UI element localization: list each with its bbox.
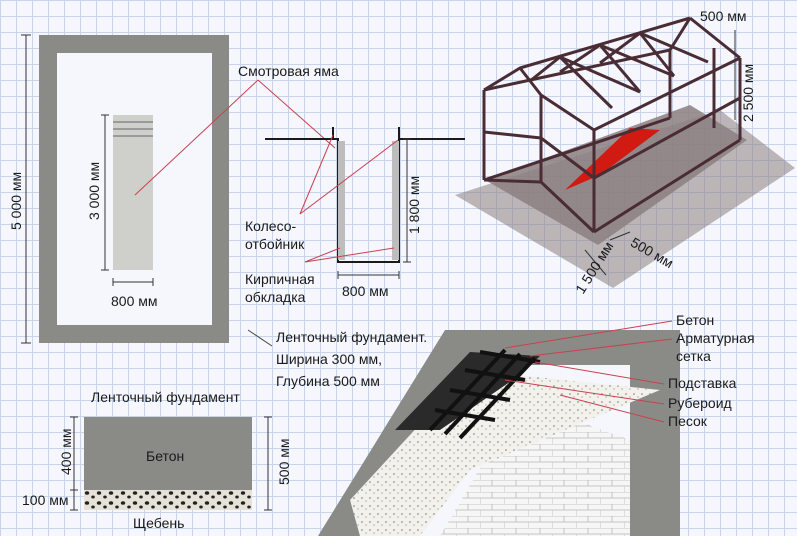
- label-wheel-guard-2: отбойник: [245, 236, 305, 252]
- label-brick-lining-2: обкладка: [245, 289, 306, 305]
- pit-leaders: [134, 79, 336, 196]
- brick-lining-left: [338, 141, 345, 260]
- label-strip-foundation-1: Ленточный фундамент.: [276, 329, 428, 345]
- label-frame-height: 2 500 мм: [740, 63, 756, 122]
- gravel-texture: [84, 490, 252, 510]
- label-concrete-block: Бетон: [146, 448, 185, 464]
- label-strip-foundation-2: Ширина 300 мм,: [276, 351, 383, 367]
- label-layer-sand: Песок: [668, 413, 707, 429]
- pit-plan: [113, 115, 153, 270]
- frame-dimensions: [584, 30, 736, 276]
- pit-steps: [113, 121, 153, 137]
- strip-dimensions: [70, 416, 272, 511]
- label-gravel-height: 100 мм: [22, 492, 69, 508]
- sand-layer: [350, 370, 660, 536]
- label-brick-lining-1: Кирпичная: [245, 271, 315, 287]
- ground-slab: [485, 105, 747, 245]
- label-pit-depth: 1 800 мм: [406, 175, 422, 234]
- label-strip-foundation-3: Глубина 500 мм: [276, 373, 380, 389]
- label-pit-width: 800 мм: [111, 293, 158, 309]
- strip-foundation-section: [70, 416, 272, 511]
- label-garage-length: 5 000 мм: [8, 171, 24, 230]
- section-dimensions: [337, 138, 411, 279]
- rebar-mesh: [428, 348, 541, 440]
- brick-lining-right: [392, 141, 399, 260]
- label-gravel: Щебень: [133, 515, 185, 531]
- foundation-perspective: [247, 320, 680, 536]
- section-leaders: [299, 134, 399, 263]
- brick-wall: [440, 400, 630, 536]
- label-layer-concrete: Бетон: [676, 312, 715, 328]
- garage-frame: [455, 16, 795, 288]
- label-pit-length: 3 000 мм: [86, 161, 102, 220]
- layer-leaders: [504, 320, 673, 423]
- plan-dimensions: [21, 34, 154, 344]
- label-total-depth: 500 мм: [276, 438, 292, 486]
- label-inspection-pit: Смотровая яма: [238, 63, 339, 79]
- label-wheel-guard-1: Колесо-: [245, 218, 297, 234]
- label-layer-ruberoid: Рубероид: [668, 395, 732, 411]
- pit-section: [265, 127, 465, 279]
- label-strip-foundation-title: Ленточный фундамент: [91, 389, 240, 405]
- label-layer-mesh-1: Арматурная: [676, 330, 755, 346]
- label-layer-mesh-2: сетка: [676, 348, 711, 364]
- label-layer-support: Подставка: [668, 375, 737, 391]
- label-section-width: 800 мм: [342, 283, 389, 299]
- label-concrete-height: 400 мм: [58, 428, 74, 476]
- garage-plan: [21, 34, 336, 344]
- concrete-block: [84, 417, 252, 490]
- strip-foundation-leader: [247, 329, 273, 347]
- foundation-strip-3d: [318, 330, 680, 536]
- label-frame-top: 500 мм: [700, 8, 747, 24]
